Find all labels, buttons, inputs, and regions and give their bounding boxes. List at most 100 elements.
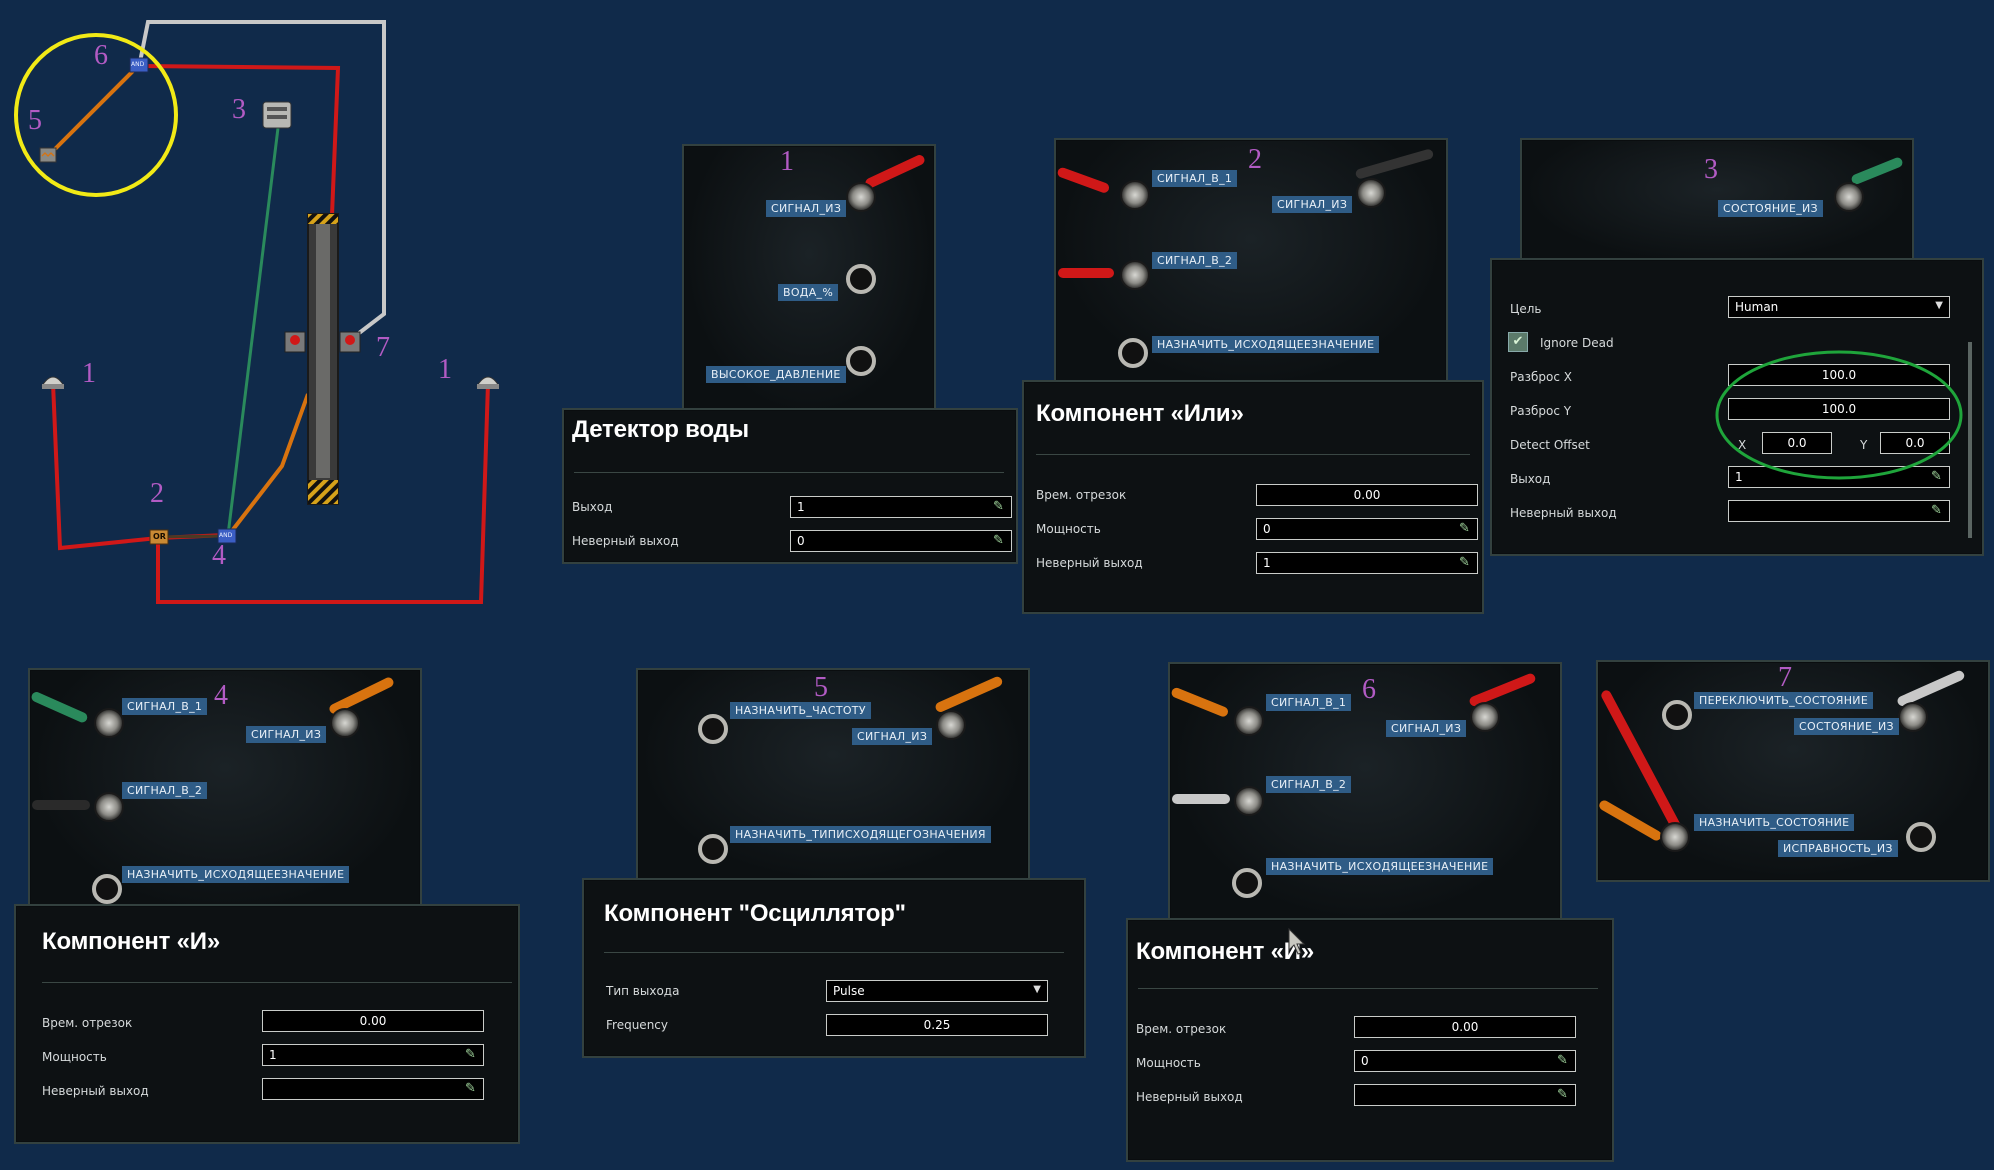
time-label: Врем. отрезок xyxy=(1036,488,1127,502)
toggle-state-jack[interactable] xyxy=(1662,700,1692,730)
false-output-field[interactable]: ✎ xyxy=(1728,500,1950,522)
signal-out-jack[interactable] xyxy=(936,710,966,740)
connector-label-signal-out: СИГНАЛ_ИЗ xyxy=(246,726,327,743)
spread-y-field[interactable]: 100.0 xyxy=(1728,398,1950,420)
signal-out-jack[interactable] xyxy=(1470,702,1500,732)
state-out-jack[interactable] xyxy=(1834,182,1864,212)
gray-wire xyxy=(138,20,386,342)
connector-label-set-frequency: НАЗНАЧИТЬ_ЧАСТОТУ xyxy=(730,702,871,719)
set-output-jack[interactable] xyxy=(1118,338,1148,368)
offset-y-field[interactable]: 0.0 xyxy=(1880,432,1950,454)
connector-label-set-output: НАЗНАЧИТЬ_ИСХОДЯЩЕЕЗНАЧЕНИЕ xyxy=(1266,858,1494,875)
state-out-jack[interactable] xyxy=(1898,702,1928,732)
frequency-label: Frequency xyxy=(606,1018,668,1032)
or-settings-panel: Компонент «Или» Врем. отрезок 0.00 Мощно… xyxy=(1022,380,1484,614)
signal-in-2-jack[interactable] xyxy=(1234,786,1264,816)
and1-connection-panel: 4 СИГНАЛ_В_1 СИГНАЛ_В_2 СИГНАЛ_ИЗ НАЗНАЧ… xyxy=(28,668,422,916)
signal-in-1-jack[interactable] xyxy=(1234,706,1264,736)
connector-label-state-out: СОСТОЯНИЕ_ИЗ xyxy=(1794,718,1899,735)
false-output-field[interactable]: ✎ xyxy=(1354,1084,1576,1106)
signal-in-2-jack[interactable] xyxy=(1120,260,1150,290)
frequency-field[interactable]: 0.25 xyxy=(826,1014,1048,1036)
set-state-jack[interactable] xyxy=(1660,822,1690,852)
target-dropdown[interactable]: Human▼ xyxy=(1728,296,1950,318)
output-field[interactable]: 1✎ xyxy=(790,496,1012,518)
motion-sensor-connection-panel: 3 СОСТОЯНИЕ_ИЗ xyxy=(1520,138,1914,266)
and-gate-bottom-text: AND xyxy=(219,532,233,539)
false-output-field[interactable]: 0✎ xyxy=(790,530,1012,552)
time-field[interactable]: 0.00 xyxy=(262,1010,484,1032)
offset-x-label: X xyxy=(1738,438,1747,452)
offset-y-label: Y xyxy=(1860,438,1868,452)
high-pressure-jack[interactable] xyxy=(846,346,876,376)
water-detector-connection-panel: 1 СИГНАЛ_ИЗ ВОДА_% ВЫСОКОЕ_ДАВЛЕНИЕ xyxy=(682,144,936,418)
red-wire xyxy=(863,153,927,190)
signal-out-jack[interactable] xyxy=(1356,178,1386,208)
edit-pencil-icon[interactable]: ✎ xyxy=(1557,1087,1568,1102)
output-type-dropdown[interactable]: Pulse▼ xyxy=(826,980,1048,1002)
ignore-dead-checkbox[interactable]: ✔ xyxy=(1508,332,1528,352)
panel-title: Компонент «И» xyxy=(42,928,221,955)
connector-label-water: ВОДА_% xyxy=(778,284,839,301)
chevron-down-icon: ▼ xyxy=(1935,300,1943,311)
signal-out-jack[interactable] xyxy=(846,182,876,212)
edit-pencil-icon[interactable]: ✎ xyxy=(1931,469,1942,484)
signal-out-jack[interactable] xyxy=(330,708,360,738)
connector-label-signal-out: СИГНАЛ_ИЗ xyxy=(852,728,933,745)
oscillator-settings-panel: Компонент "Осциллятор" Тип выхода Pulse▼… xyxy=(582,878,1086,1058)
offset-x-field[interactable]: 0.0 xyxy=(1762,432,1832,454)
set-output-jack[interactable] xyxy=(92,874,122,904)
connector-label-high-pressure: ВЫСОКОЕ_ДАВЛЕНИЕ xyxy=(706,366,846,383)
set-output-type-jack[interactable] xyxy=(698,834,728,864)
signal-in-1-jack[interactable] xyxy=(94,708,124,738)
set-frequency-jack[interactable] xyxy=(698,714,728,744)
connector-label-set-output: НАЗНАЧИТЬ_ИСХОДЯЩЕЕЗНАЧЕНИЕ xyxy=(1152,336,1380,353)
and2-connection-panel: 6 СИГНАЛ_В_1 СИГНАЛ_В_2 СИГНАЛ_ИЗ НАЗНАЧ… xyxy=(1168,662,1562,924)
connector-label-set-output-type: НАЗНАЧИТЬ_ТИПИСХОДЯЩЕГОЗНАЧЕНИЯ xyxy=(730,826,991,843)
edit-pencil-icon[interactable]: ✎ xyxy=(993,499,1004,514)
panel-number: 6 xyxy=(1362,674,1376,705)
edit-pencil-icon[interactable]: ✎ xyxy=(465,1047,476,1062)
gray-wire xyxy=(1172,794,1230,804)
red-wire-1 xyxy=(51,382,227,551)
door-connection-panel: 7 ПЕРЕКЛЮЧИТЬ_СОСТОЯНИЕ СОСТОЯНИЕ_ИЗ НАЗ… xyxy=(1596,660,1990,882)
spread-x-field[interactable]: 100.0 xyxy=(1728,364,1950,386)
and-gate-top-icon xyxy=(129,57,149,73)
signal-in-2-jack[interactable] xyxy=(94,792,124,822)
panel-title: Компонент "Осциллятор" xyxy=(604,900,906,927)
edit-pencil-icon[interactable]: ✎ xyxy=(1931,503,1942,518)
connector-label-signal-in-2: СИГНАЛ_В_2 xyxy=(1152,252,1238,269)
gray-wire xyxy=(1895,669,1966,708)
spread-x-label: Разброс X xyxy=(1510,370,1572,384)
time-field[interactable]: 0.00 xyxy=(1354,1016,1576,1038)
edit-pencil-icon[interactable]: ✎ xyxy=(465,1081,476,1096)
power-field[interactable]: 0✎ xyxy=(1354,1050,1576,1072)
power-field[interactable]: 1✎ xyxy=(262,1044,484,1066)
power-label: Мощность xyxy=(1036,522,1101,536)
time-field[interactable]: 0.00 xyxy=(1256,484,1478,506)
edit-pencil-icon[interactable]: ✎ xyxy=(1557,1053,1568,1068)
signal-in-1-jack[interactable] xyxy=(1120,180,1150,210)
edit-pencil-icon[interactable]: ✎ xyxy=(993,533,1004,548)
target-label: Цель xyxy=(1510,302,1542,316)
chevron-down-icon: ▼ xyxy=(1033,984,1041,995)
dark-wire xyxy=(32,800,90,810)
power-field[interactable]: 0✎ xyxy=(1256,518,1478,540)
set-output-jack[interactable] xyxy=(1232,868,1262,898)
panel-number: 7 xyxy=(1778,662,1792,693)
water-percent-jack[interactable] xyxy=(846,264,876,294)
time-label: Врем. отрезок xyxy=(42,1016,133,1030)
edit-pencil-icon[interactable]: ✎ xyxy=(1459,521,1470,536)
health-out-jack[interactable] xyxy=(1906,822,1936,852)
scrollbar[interactable] xyxy=(1968,342,1972,538)
map-label-4: 4 xyxy=(212,540,226,571)
time-label: Врем. отрезок xyxy=(1136,1022,1227,1036)
yellow-highlight-circle xyxy=(14,33,178,197)
false-output-field[interactable]: 1✎ xyxy=(1256,552,1478,574)
false-output-field[interactable]: ✎ xyxy=(262,1078,484,1100)
map-label-1-left: 1 xyxy=(82,358,96,389)
panel-number: 5 xyxy=(814,672,828,703)
panel-number: 4 xyxy=(214,680,228,711)
edit-pencil-icon[interactable]: ✎ xyxy=(1459,555,1470,570)
map-label-6: 6 xyxy=(94,40,108,71)
